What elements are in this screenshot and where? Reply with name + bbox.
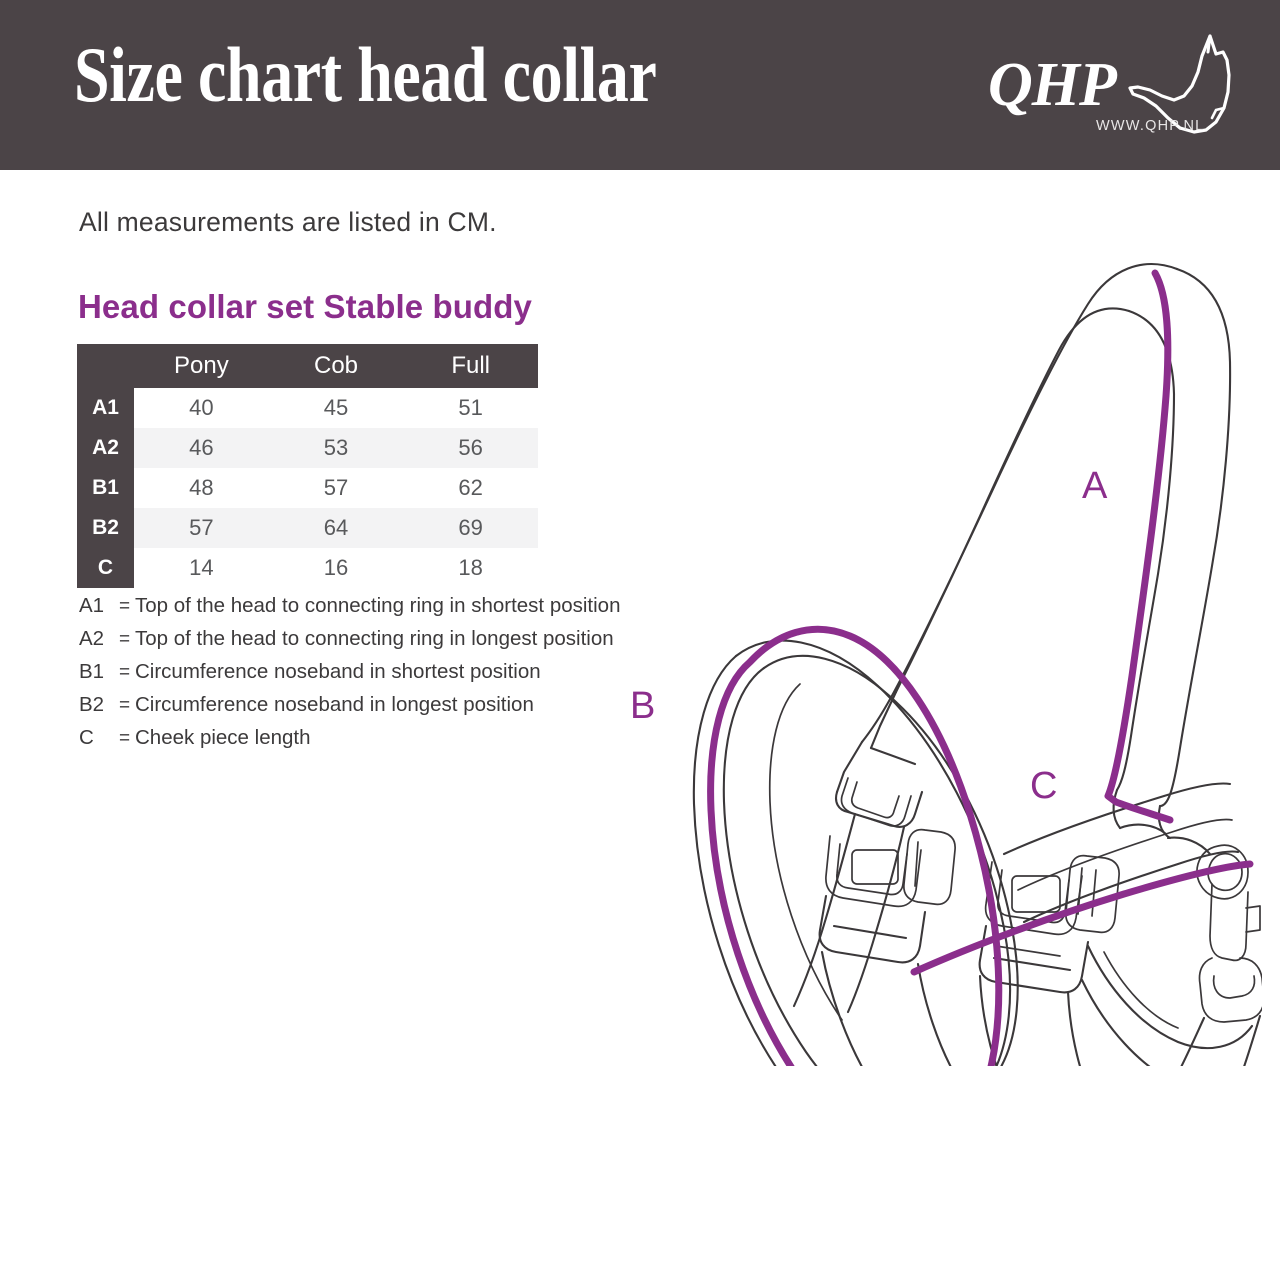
cell-b1-pony: 48	[134, 468, 269, 508]
legend-desc-c: Cheek piece length	[135, 726, 311, 749]
row-label-a1: A1	[77, 388, 135, 428]
cell-a2-cob: 53	[268, 428, 404, 468]
table-row: C 14 16 18	[77, 548, 538, 588]
legend-item-b1: B1 = Circumference noseband in shortest …	[79, 660, 679, 693]
legend-item-b2: B2 = Circumference noseband in longest p…	[79, 693, 679, 726]
row-label-b1: B1	[77, 468, 135, 508]
horse-head-icon	[1128, 34, 1231, 134]
table-header-row: Pony Cob Full	[77, 344, 538, 388]
legend-item-a1: A1 = Top of the head to connecting ring …	[79, 594, 679, 627]
legend-equals: =	[119, 695, 131, 716]
legend-key-b1: B1	[79, 660, 105, 683]
table-body: A1 40 45 51 A2 46 53 56 B1 48 57 62 B2 5…	[77, 388, 538, 588]
legend-key-a2: A2	[79, 627, 105, 650]
row-label-a2: A2	[77, 428, 135, 468]
legend-desc-a1: Top of the head to connecting ring in sh…	[135, 594, 621, 617]
section-title: Head collar set Stable buddy	[78, 288, 532, 325]
size-chart-table: Pony Cob Full A1 40 45 51 A2 46 53 56 B1…	[77, 344, 538, 588]
table-row: A2 46 53 56	[77, 428, 538, 468]
table-header: Pony Cob Full	[77, 344, 538, 388]
cell-c-full: 18	[403, 548, 538, 588]
legend-key-b2: B2	[79, 693, 105, 716]
measurement-legend: A1 = Top of the head to connecting ring …	[79, 594, 679, 759]
brand-wordmark: QHP	[988, 51, 1117, 119]
row-label-c: C	[77, 548, 135, 588]
legend-item-c: C = Cheek piece length	[79, 726, 679, 759]
legend-key-a1: A1	[79, 594, 105, 617]
table-row: A1 40 45 51	[77, 388, 538, 428]
column-header-full: Full	[403, 344, 538, 388]
cell-a1-cob: 45	[268, 388, 404, 428]
page-title: Size chart head collar	[74, 31, 657, 118]
legend-equals: =	[119, 662, 131, 683]
legend-desc-b1: Circumference noseband in shortest posit…	[135, 660, 541, 683]
cell-c-pony: 14	[134, 548, 269, 588]
brand-logo: QHP WWW.QHP.NL	[988, 34, 1231, 142]
page-header	[0, 0, 1280, 170]
measurements-note: All measurements are listed in CM.	[79, 207, 497, 237]
measure-label-c: C	[1030, 765, 1057, 807]
legend-equals: =	[119, 596, 131, 617]
measure-label-b: B	[630, 685, 655, 727]
legend-item-a2: A2 = Top of the head to connecting ring …	[79, 627, 679, 660]
cell-a2-pony: 46	[134, 428, 269, 468]
cell-b2-cob: 64	[268, 508, 404, 548]
cell-a1-pony: 40	[134, 388, 269, 428]
legend-equals: =	[119, 629, 131, 650]
cell-b2-pony: 57	[134, 508, 269, 548]
row-label-b2: B2	[77, 508, 135, 548]
cell-a2-full: 56	[403, 428, 538, 468]
column-header-pony: Pony	[134, 344, 269, 388]
table-corner-cell	[77, 344, 135, 388]
legend-desc-a2: Top of the head to connecting ring in lo…	[135, 627, 614, 650]
cell-b1-full: 62	[403, 468, 538, 508]
legend-equals: =	[119, 728, 131, 749]
legend-desc-b2: Circumference noseband in longest positi…	[135, 693, 534, 716]
cell-b1-cob: 57	[268, 468, 404, 508]
legend-key-c: C	[79, 726, 94, 749]
cell-a1-full: 51	[403, 388, 538, 428]
table-row: B1 48 57 62	[77, 468, 538, 508]
column-header-cob: Cob	[268, 344, 404, 388]
table-row: B2 57 64 69	[77, 508, 538, 548]
cell-c-cob: 16	[268, 548, 404, 588]
measure-label-a: A	[1082, 465, 1108, 507]
cell-b2-full: 69	[403, 508, 538, 548]
head-collar-diagram: A B C	[612, 236, 1262, 1066]
brand-url: WWW.QHP.NL	[1096, 118, 1205, 134]
